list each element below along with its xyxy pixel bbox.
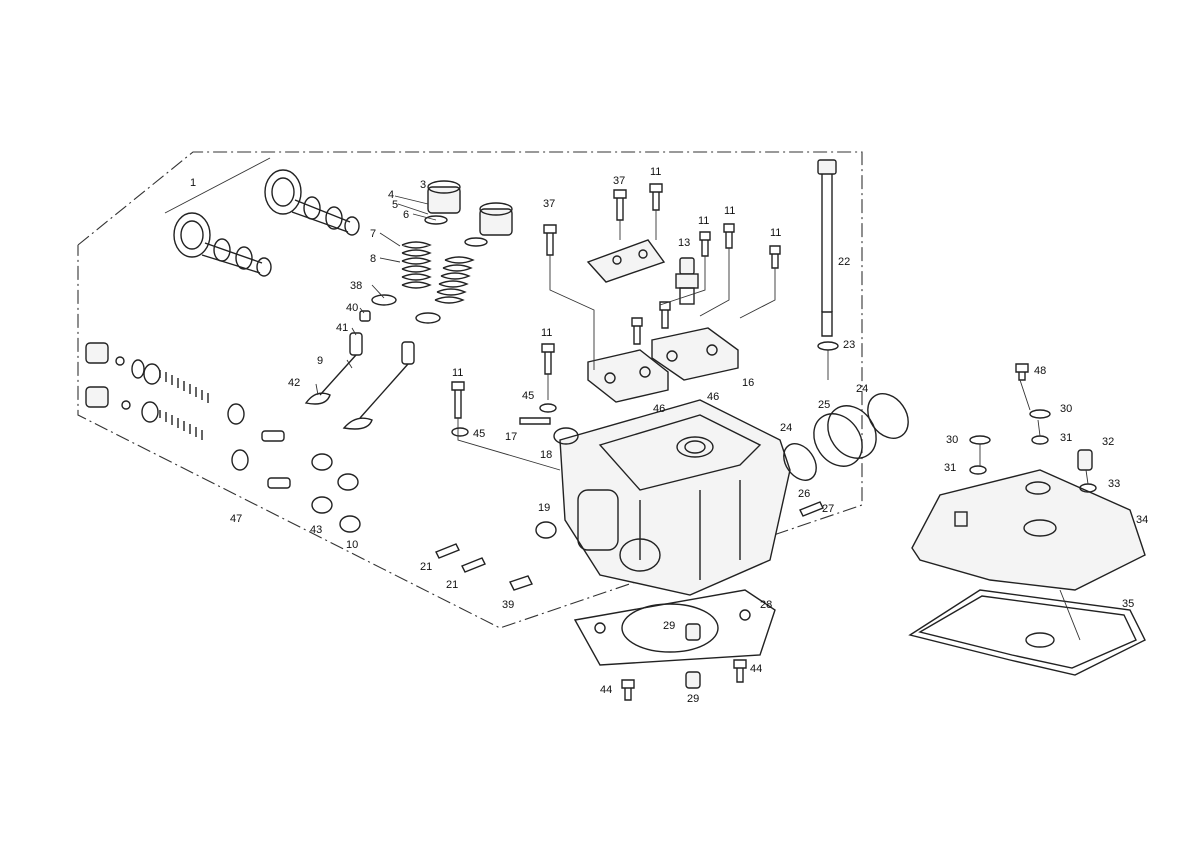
callout-labels: 1 3 4 5 6 7 8 38 40 41 9 42 47 43 10 37 … — [190, 166, 1148, 705]
callout-34: 34 — [1136, 514, 1148, 526]
valve-guide — [349, 332, 363, 356]
valve-spring-left — [401, 241, 432, 289]
cover-fasteners — [969, 363, 1097, 493]
valve-exhaust — [342, 363, 409, 430]
callout-45-left: 45 — [473, 428, 485, 440]
callout-43: 43 — [310, 524, 322, 536]
callout-44-right: 44 — [750, 663, 762, 675]
callout-29-dowel: 29 — [687, 693, 699, 705]
callout-33: 33 — [1108, 478, 1120, 490]
callout-26: 26 — [798, 488, 810, 500]
camshaft-cap-left — [587, 349, 669, 403]
callout-11-side: 11 — [452, 367, 463, 379]
callout-46-left: 46 — [653, 403, 665, 415]
callout-24-left: 24 — [780, 422, 792, 434]
callout-8: 8 — [370, 253, 376, 265]
head-gasket — [573, 589, 776, 666]
valve-retainer — [424, 215, 448, 225]
callout-24-top: 24 — [856, 383, 868, 395]
o-ring — [535, 521, 557, 539]
valve-cover-gasket — [908, 589, 1146, 676]
leader-lines — [315, 195, 1089, 641]
callout-23: 23 — [843, 339, 855, 351]
callout-27: 27 — [822, 503, 834, 515]
callout-30-left: 30 — [946, 434, 958, 446]
callout-10: 10 — [346, 539, 358, 551]
assembly-boundary — [77, 151, 863, 629]
callout-19: 19 — [538, 502, 550, 514]
callout-46-right: 46 — [707, 391, 719, 403]
camshaft-upper — [264, 169, 360, 236]
callout-40: 40 — [346, 302, 358, 314]
callout-41: 41 — [336, 322, 348, 334]
callout-13: 13 — [678, 237, 690, 249]
callout-31-left: 31 — [944, 462, 956, 474]
callout-21-upper: 21 — [420, 561, 432, 573]
callout-31-right: 31 — [1060, 432, 1072, 444]
callout-11-cap: 11 — [541, 327, 552, 339]
callout-9: 9 — [317, 355, 323, 367]
valve-seal — [359, 310, 371, 322]
callout-29-gasket: 29 — [663, 620, 675, 632]
washer — [451, 427, 469, 437]
callout-6: 6 — [403, 209, 409, 221]
callout-30-right: 30 — [1060, 403, 1072, 415]
cylinder-head — [559, 399, 791, 596]
callout-38: 38 — [350, 280, 362, 292]
valve-spring-right — [434, 256, 475, 304]
callout-11-mid: 11 — [698, 215, 709, 227]
callout-22: 22 — [838, 256, 850, 268]
callout-11-top: 11 — [650, 166, 661, 178]
camshaft-cap-right — [651, 327, 739, 381]
callout-48: 48 — [1034, 365, 1046, 377]
callout-4: 4 — [388, 189, 394, 201]
spring-seat — [371, 294, 397, 306]
callout-1: 1 — [190, 177, 196, 189]
callout-5: 5 — [392, 199, 398, 211]
valve-intake — [304, 354, 357, 405]
callout-28: 28 — [760, 599, 772, 611]
callout-32: 32 — [1102, 436, 1114, 448]
callout-45-mid: 45 — [522, 390, 534, 402]
valve-bucket-left — [427, 180, 461, 214]
callout-7: 7 — [370, 228, 376, 240]
callout-47: 47 — [230, 513, 242, 525]
callout-17: 17 — [505, 431, 517, 443]
valve-bucket-right — [479, 202, 513, 236]
callout-44-left: 44 — [600, 684, 612, 696]
dowel-pin — [685, 623, 701, 641]
callout-21-lower: 21 — [446, 579, 458, 591]
callout-35: 35 — [1122, 598, 1134, 610]
callout-18: 18 — [540, 449, 552, 461]
temp-sensor — [509, 575, 533, 591]
valve-group-lower — [85, 386, 361, 533]
callout-11-far: 11 — [770, 227, 781, 239]
callout-42: 42 — [288, 377, 300, 389]
callout-16: 16 — [742, 377, 754, 389]
camshaft-lower — [173, 212, 272, 277]
cylinder-stud — [817, 159, 839, 351]
bolt-17 — [519, 417, 551, 425]
intake-manifold — [783, 393, 909, 481]
callout-3: 3 — [420, 179, 426, 191]
valve-group-upper — [85, 342, 359, 491]
oil-seal — [553, 427, 579, 445]
spark-plug — [675, 257, 699, 305]
callout-37-left: 37 — [543, 198, 555, 210]
callout-37-top: 37 — [613, 175, 625, 187]
callout-25: 25 — [818, 399, 830, 411]
callout-11-right: 11 — [724, 205, 735, 217]
valve-cover — [911, 469, 1146, 591]
cam-chain-plate — [586, 239, 666, 283]
callout-39: 39 — [502, 599, 514, 611]
